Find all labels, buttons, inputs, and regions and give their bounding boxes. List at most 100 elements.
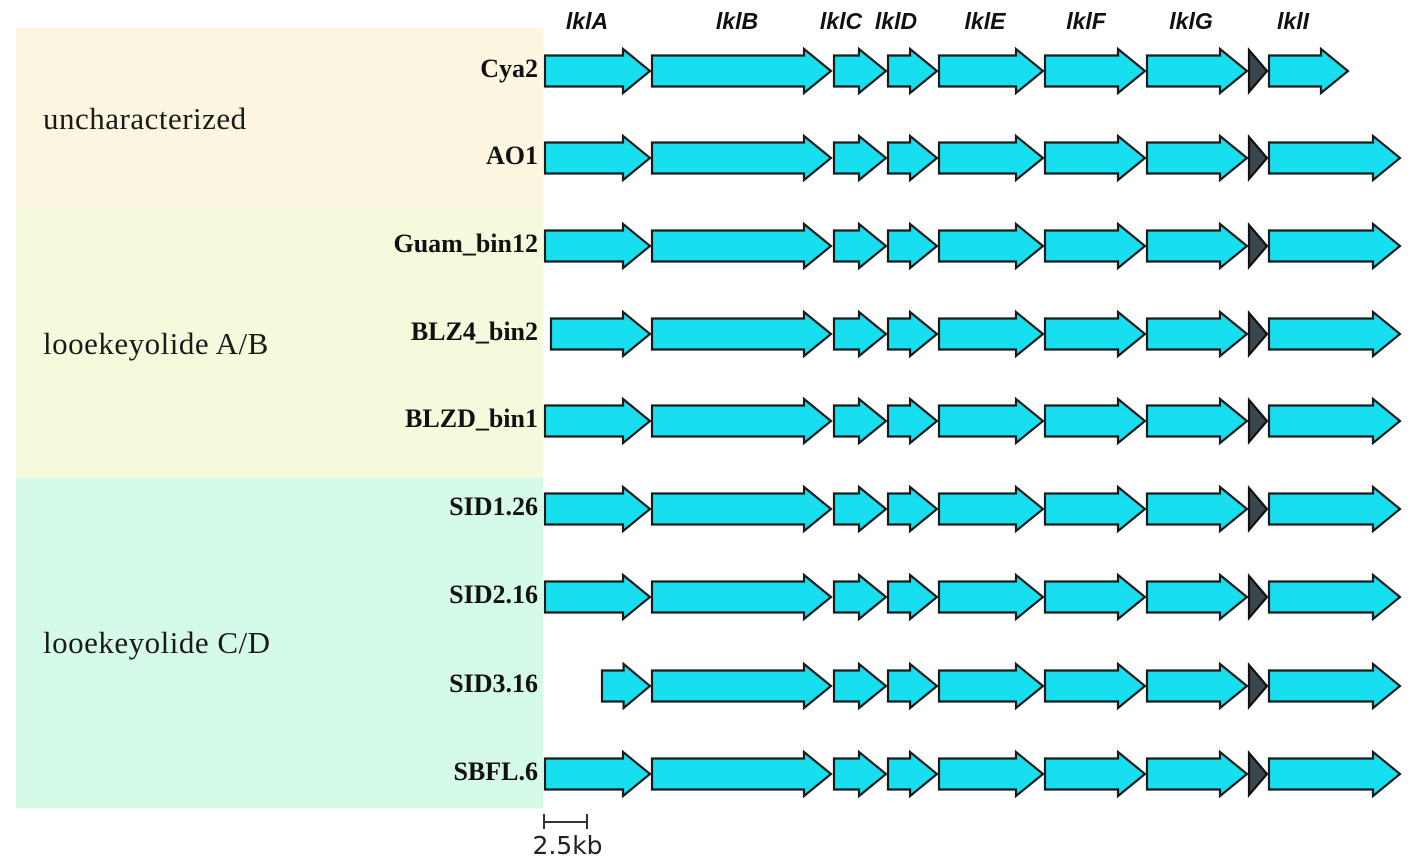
gene-arrow-unlabeled-dark-cya2: [1247, 47, 1269, 95]
gene-arrow-lklA-blzd-bin1: [543, 396, 652, 446]
gene-arrow-lklC-blz4-bin2: [832, 309, 888, 359]
gene-arrow-lklF-sid2-16: [1043, 572, 1147, 622]
scale-bar-line: [543, 821, 588, 823]
gene-arrow-lklE-sbfl-6: [937, 749, 1045, 799]
gene-arrow-lklE-guam-bin12: [937, 221, 1045, 271]
gene-arrow-lklI-blzd-bin1: [1267, 396, 1402, 446]
gene-arrow-lklD-blzd-bin1: [886, 396, 939, 446]
gene-arrow-lklG-sbfl-6: [1145, 749, 1249, 799]
gene-arrow-unlabeled-dark-sid3-16: [1247, 662, 1269, 710]
row-label-sid3-16: SID3.16: [449, 669, 538, 698]
gene-arrow-lklD-sid2-16: [886, 572, 939, 622]
gene-arrow-lklA-cya2: [543, 46, 652, 96]
gene-arrow-lklE-sid3-16: [937, 661, 1045, 711]
gene-arrow-lklB-sid3-16: [650, 661, 833, 711]
gene-arrow-lklF-sbfl-6: [1043, 749, 1147, 799]
gene-arrow-lklC-sid2-16: [832, 572, 888, 622]
gene-arrow-lklB-blz4-bin2: [650, 309, 833, 359]
gene-arrow-lklD-sid1-26: [886, 484, 939, 534]
gene-arrow-lklE-sid1-26: [937, 484, 1045, 534]
gene-arrow-lklC-sid3-16: [832, 661, 888, 711]
gene-arrow-lklC-blzd-bin1: [832, 396, 888, 446]
row-label-sbfl-6: SBFL.6: [453, 757, 538, 786]
gene-arrow-lklF-sid3-16: [1043, 661, 1147, 711]
group-label: uncharacterized: [43, 100, 247, 136]
group-label: looekeyolide A/B: [43, 325, 269, 361]
gene-arrow-lklF-sid1-26: [1043, 484, 1147, 534]
gene-arrow-lklB-blzd-bin1: [650, 396, 833, 446]
gene-arrow-unlabeled-dark-guam-bin12: [1247, 222, 1269, 270]
gene-arrow-lklA-blz4-bin2: [549, 309, 652, 359]
gene-arrow-lklE-sid2-16: [937, 572, 1045, 622]
gene-arrow-lklG-blzd-bin1: [1145, 396, 1249, 446]
gene-name-label-lklB: lklB: [715, 8, 759, 34]
gene-arrow-lklF-ao1: [1043, 133, 1147, 183]
gene-arrow-lklG-ao1: [1145, 133, 1249, 183]
gene-arrow-lklE-cya2: [937, 46, 1045, 96]
gene-arrow-unlabeled-dark-sbfl-6: [1247, 750, 1269, 798]
gene-arrow-lklI-sbfl-6: [1267, 749, 1402, 799]
gene-arrow-lklI-sid1-26: [1267, 484, 1402, 534]
gene-arrow-lklG-sid3-16: [1145, 661, 1249, 711]
gene-arrow-lklF-cya2: [1043, 46, 1147, 96]
gene-arrow-lklC-cya2: [832, 46, 888, 96]
gene-arrow-lklE-blzd-bin1: [937, 396, 1045, 446]
row-label-blzd-bin1: BLZD_bin1: [405, 404, 538, 433]
gene-arrow-lklB-sbfl-6: [650, 749, 833, 799]
row-label-sid2-16: SID2.16: [449, 580, 538, 609]
gene-arrow-lklB-sid2-16: [650, 572, 833, 622]
gene-arrow-lklD-blz4-bin2: [886, 309, 939, 359]
row-label-cya2: Cya2: [480, 54, 538, 83]
gene-arrow-lklA-sid3-16: [600, 661, 652, 711]
scale-bar-label: 2.5kb: [532, 831, 603, 860]
gene-arrow-lklC-sid1-26: [832, 484, 888, 534]
gene-arrow-unlabeled-dark-sid2-16: [1247, 573, 1269, 621]
group-section-looekeyolide-cd: looekeyolide C/D: [16, 478, 543, 808]
group-section-uncharacterized: uncharacterized: [16, 28, 543, 209]
gene-arrow-lklD-sid3-16: [886, 661, 939, 711]
gene-name-label-lklA: lklA: [565, 8, 609, 34]
gene-arrow-lklB-sid1-26: [650, 484, 833, 534]
row-label-guam-bin12: Guam_bin12: [393, 229, 539, 258]
gene-arrow-lklC-guam-bin12: [832, 221, 888, 271]
gene-arrow-lklA-sid1-26: [543, 484, 652, 534]
gene-arrow-lklG-sid1-26: [1145, 484, 1249, 534]
gene-arrow-lklE-ao1: [937, 133, 1045, 183]
row-label-ao1: AO1: [486, 141, 538, 170]
gene-arrow-lklB-ao1: [650, 133, 833, 183]
gene-arrow-lklF-blzd-bin1: [1043, 396, 1147, 446]
gene-arrow-lklB-cya2: [650, 46, 833, 96]
gene-arrow-unlabeled-dark-ao1: [1247, 134, 1269, 182]
gene-arrow-lklA-guam-bin12: [543, 221, 652, 271]
group-section-looekeyolide-ab: looekeyolide A/B: [16, 209, 543, 478]
gene-arrow-lklD-ao1: [886, 133, 939, 183]
gene-arrow-lklI-ao1: [1267, 133, 1402, 183]
gene-arrow-lklG-blz4-bin2: [1145, 309, 1249, 359]
gene-arrow-lklE-blz4-bin2: [937, 309, 1045, 359]
scale-bar-right-tick: [586, 814, 588, 829]
gene-arrow-lklI-cya2: [1267, 46, 1350, 96]
gene-arrow-unlabeled-dark-blzd-bin1: [1247, 397, 1269, 445]
gene-name-label-lklE: lklE: [964, 8, 1006, 34]
gene-name-label-lklG: lklG: [1169, 8, 1213, 34]
gene-arrow-lklF-guam-bin12: [1043, 221, 1147, 271]
gene-arrow-lklC-sbfl-6: [832, 749, 888, 799]
gene-arrow-lklA-ao1: [543, 133, 652, 183]
gene-arrow-lklI-guam-bin12: [1267, 221, 1402, 271]
gene-name-label-lklC: lklC: [819, 8, 863, 34]
row-label-blz4-bin2: BLZ4_bin2: [410, 317, 538, 346]
gene-arrow-lklG-cya2: [1145, 46, 1249, 96]
gene-arrow-lklG-guam-bin12: [1145, 221, 1249, 271]
scale-bar-left-tick: [543, 814, 545, 829]
gene-arrow-lklD-guam-bin12: [886, 221, 939, 271]
gene-arrow-lklB-guam-bin12: [650, 221, 833, 271]
gene-arrow-lklD-cya2: [886, 46, 939, 96]
row-label-sid1-26: SID1.26: [449, 492, 538, 521]
gene-arrow-lklI-sid2-16: [1267, 572, 1402, 622]
gene-arrow-lklA-sbfl-6: [543, 749, 652, 799]
gene-arrow-unlabeled-dark-sid1-26: [1247, 485, 1269, 533]
gene-arrow-lklA-sid2-16: [543, 572, 652, 622]
gene-name-label-lklI: lklI: [1277, 8, 1309, 34]
